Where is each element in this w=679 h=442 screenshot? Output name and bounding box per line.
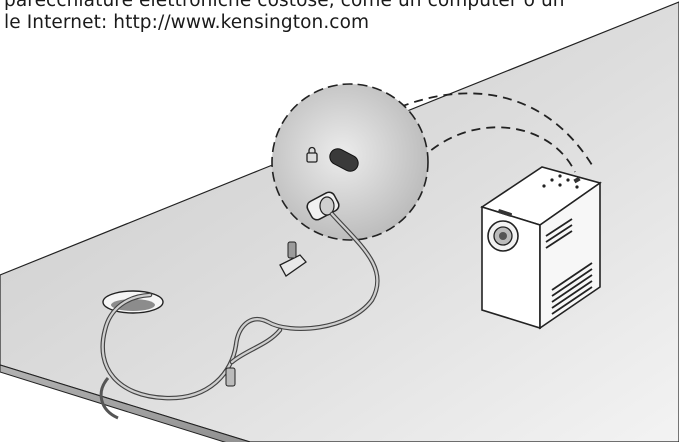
lock-key-part xyxy=(279,241,307,277)
magnifier-detail xyxy=(271,83,429,241)
callout-lines xyxy=(399,92,593,173)
security-cable xyxy=(100,211,380,401)
projector xyxy=(480,166,602,330)
text-line-1: parecchiature elettroniche costose, come… xyxy=(4,0,565,11)
lock-icon xyxy=(306,146,318,163)
text-line-2: le Internet: http://www.kensington.com xyxy=(4,12,370,33)
